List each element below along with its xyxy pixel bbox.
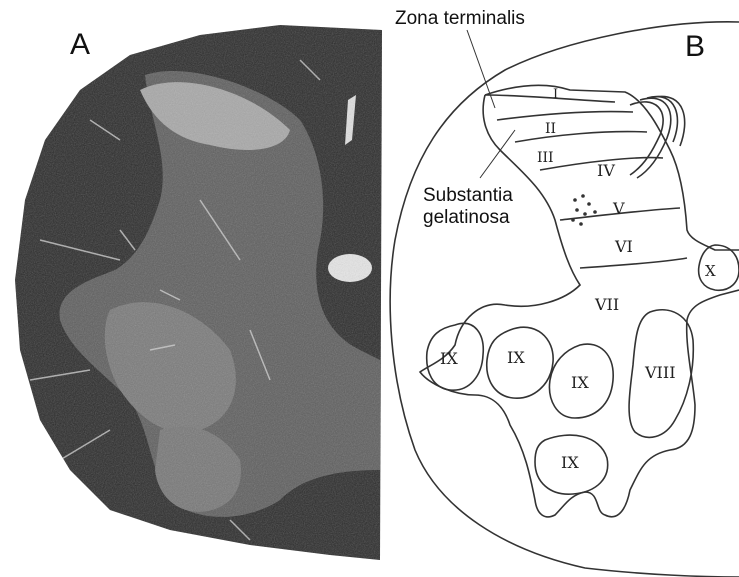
panel-a-micrograph: A bbox=[0, 0, 385, 577]
lamina-label: IV bbox=[597, 161, 615, 180]
panel-a-label: A bbox=[70, 28, 90, 62]
lamina-label: I bbox=[553, 87, 558, 102]
rexed-laminae-diagram: I II III IV V VI VII VIII IX IX IX IX X bbox=[385, 0, 739, 577]
lamina-label: III bbox=[537, 150, 554, 166]
lamina-label: VIII bbox=[644, 363, 676, 382]
panel-b-schematic: I II III IV V VI VII VIII IX IX IX IX X … bbox=[385, 0, 739, 577]
substantia-gelatinosa-line-1: Substantia bbox=[423, 185, 513, 207]
lamina-label: IX bbox=[561, 453, 579, 472]
substantia-gelatinosa-label: Substantia gelatinosa bbox=[423, 185, 513, 229]
lamina-label: VI bbox=[614, 237, 633, 256]
substantia-gelatinosa-line-2: gelatinosa bbox=[423, 207, 513, 229]
lamina-label: IX bbox=[571, 373, 589, 392]
lamina-label: IX bbox=[440, 349, 458, 368]
spinal-cord-section-image bbox=[0, 0, 385, 577]
lamina-label: II bbox=[545, 121, 556, 137]
lamina-label: VII bbox=[594, 295, 619, 314]
lamina-label: X bbox=[705, 262, 716, 280]
lamina-label: V bbox=[612, 199, 625, 218]
zona-terminalis-label: Zona terminalis bbox=[395, 8, 525, 30]
lamina-label: IX bbox=[507, 348, 525, 367]
panel-b-label: B bbox=[685, 30, 705, 64]
